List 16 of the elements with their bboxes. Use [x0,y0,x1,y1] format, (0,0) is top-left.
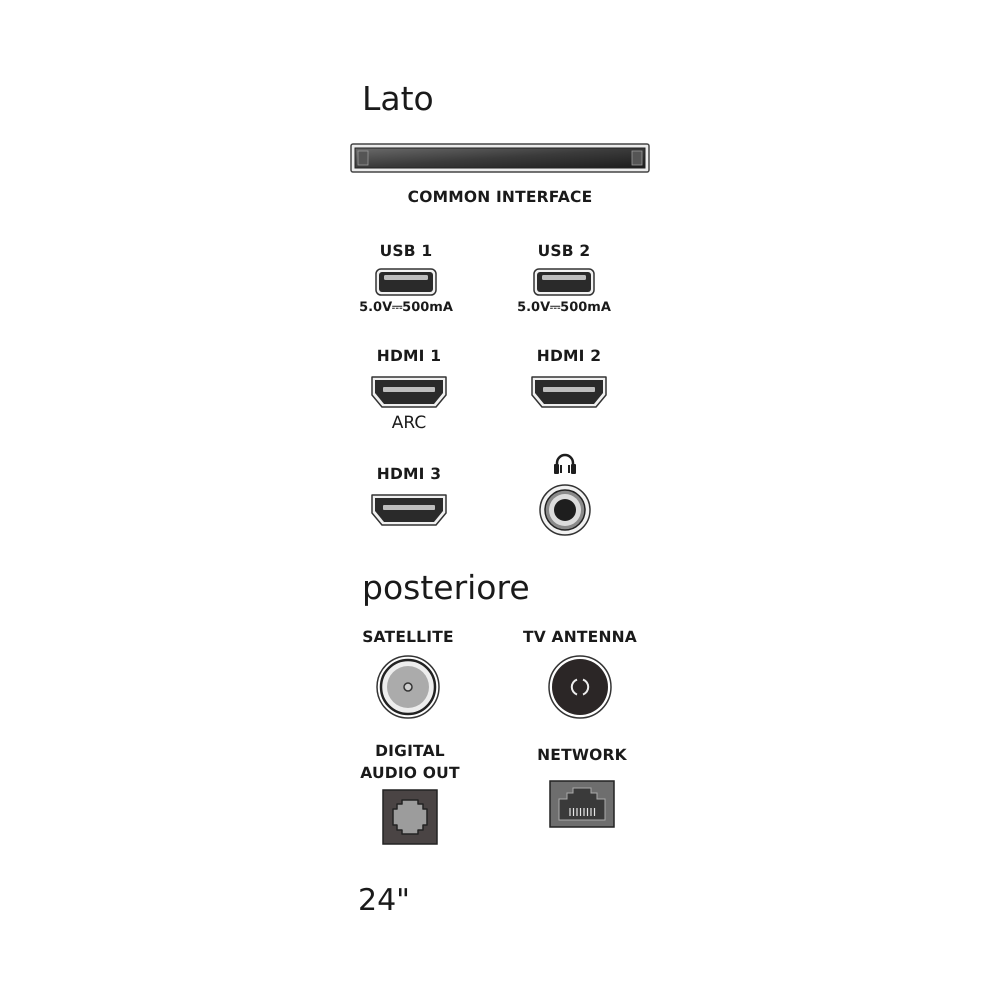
port-label: SATELLITE [362,627,454,648]
port-label: NETWORK [537,745,627,766]
port-label: TV ANTENNA [522,627,638,648]
port-label: HDMI 3 [376,464,442,485]
port-label: HDMI 2 [536,346,602,367]
port-label: HDMI 1 [376,346,442,367]
port-note: ARC [392,412,426,434]
section-heading: posteriore [362,569,530,607]
screen-size-label: 24" [358,882,410,920]
port-label: USB 2 [538,241,590,262]
port-label: COMMON INTERFACE [408,187,592,208]
port-label: USB 1 [380,241,432,262]
voltage-rating: 5.0V⎓500mA [359,299,453,317]
voltage-rating: 5.0V⎓500mA [517,299,611,317]
port-label: DIGITAL AUDIO OUT [359,741,461,784]
section-heading: Lato [362,80,434,118]
